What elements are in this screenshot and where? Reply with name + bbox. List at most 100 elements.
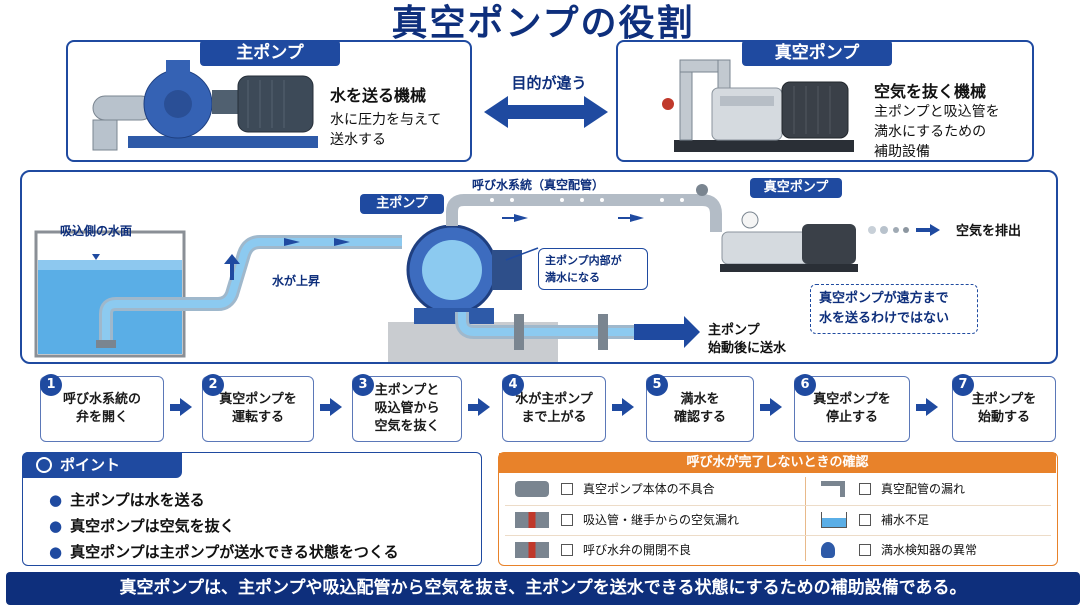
water-rising-label: 水が上昇: [272, 274, 321, 288]
step-arrow-1: [170, 398, 192, 416]
points-tab: ポイント: [22, 452, 182, 478]
step-6: 6 真空ポンプを 停止する: [794, 374, 910, 442]
float-sensor-icon: [821, 542, 835, 558]
check-item-1: 真空ポンプ本体の不具合: [515, 480, 715, 497]
point-item-1-text: 主ポンプは水を送る: [70, 491, 205, 509]
step-4-line1: 水が主ポンプ: [515, 392, 593, 407]
check-item-3: 吸込管・継手からの空気漏れ: [515, 511, 739, 528]
check-item-6: 満水検知器の異常: [821, 541, 977, 558]
check-box-6[interactable]: [859, 544, 871, 556]
step-3-line2: 吸込管から: [374, 401, 440, 416]
main-pump-desc-1: 水に圧力を与えて: [330, 112, 442, 128]
step-2-line2: 運転する: [231, 410, 284, 425]
steps-row: 1 呼び水系統の 弁を開く 2 真空ポンプを 運転する 3 主ポンプと 吸込管か…: [0, 370, 1086, 446]
vacuum-pump-desc-1: 主ポンプと吸込管を: [874, 104, 1000, 120]
step-4: 4 水が主ポンプ まで上がる: [502, 374, 606, 442]
air-exhaust-label: 空気を排出: [956, 224, 1022, 239]
callout-note-line2: 水を送るわけではない: [819, 311, 950, 326]
check-item-5-text: 呼び水弁の開閉不良: [583, 543, 692, 557]
step-5: 5 満水を 確認する: [646, 374, 754, 442]
lightbulb-icon: [36, 457, 52, 473]
diagram-main-pump-tag: 主ポンプ: [360, 194, 444, 214]
check-item-4-text: 補水不足: [881, 513, 930, 527]
after-start-line1: 主ポンプ: [708, 323, 760, 338]
step-7-line2: 始動する: [977, 410, 1030, 425]
step-7-number: 7: [952, 374, 974, 396]
main-pump-desc-2: 送水する: [330, 132, 386, 148]
step-arrow-2: [320, 398, 342, 416]
step-6-line1: 真空ポンプを: [813, 392, 891, 407]
page-title: 真空ポンプの役割: [391, 3, 695, 44]
callout-fill: 主ポンプ内部が 満水になる: [538, 248, 648, 290]
step-2-line1: 真空ポンプを: [219, 392, 297, 407]
checks-divider-v: [805, 477, 806, 561]
step-3: 3 主ポンプと 吸込管から 空気を抜く: [352, 374, 462, 442]
main-pump-tab: 主ポンプ: [200, 40, 340, 66]
step-2: 2 真空ポンプを 運転する: [202, 374, 314, 442]
valve-handle-icon: [515, 542, 549, 558]
step-5-line2: 確認する: [673, 410, 726, 425]
check-item-4: 補水不足: [821, 511, 929, 528]
step-3-box: 主ポンプと 吸込管から 空気を抜く: [352, 376, 462, 442]
vacuum-pump-tab: 真空ポンプ: [742, 40, 892, 66]
check-box-5[interactable]: [561, 544, 573, 556]
diagram-vacuum-pump-tag: 真空ポンプ: [750, 178, 842, 198]
system-diagram-panel: 吸込側の水面 水が上昇 主ポンプ 呼び水系統（真空配管） 真空ポンプ 空気を排出…: [20, 170, 1058, 364]
check-item-2-text: 真空配管の漏れ: [881, 482, 966, 496]
points-tab-label: ポイント: [60, 456, 121, 474]
step-5-line1: 満水を: [680, 392, 720, 407]
step-arrow-4: [612, 398, 634, 416]
step-4-line2: まで上がる: [521, 410, 587, 425]
point-item-2-text: 真空ポンプは空気を抜く: [70, 517, 235, 535]
after-start-line2: 始動後に送水: [708, 341, 787, 356]
callout-note: 真空ポンプが遠方まで 水を送るわけではない: [810, 284, 978, 334]
main-pump-card: 主ポンプ 水を送る機械 水に圧力を与えて 送水する: [66, 40, 472, 162]
step-7: 7 主ポンプを 始動する: [952, 374, 1056, 442]
priming-line-label: 呼び水系統（真空配管）: [472, 178, 605, 192]
check-box-2[interactable]: [859, 483, 871, 495]
purpose-differs-label: 目的が違う: [511, 74, 587, 92]
step-6-number: 6: [794, 374, 816, 396]
step-arrow-5: [760, 398, 782, 416]
step-arrow-6: [916, 398, 938, 416]
step-5-number: 5: [646, 374, 668, 396]
checks-divider-h2: [505, 535, 1051, 536]
callout-fill-line2: 満水になる: [545, 271, 600, 284]
point-item-1: ●主ポンプは水を送る: [49, 491, 205, 509]
vacuum-pump-card: 真空ポンプ 空気を抜く機械 主ポンプと吸込管を 満水にするための 補助設備: [616, 40, 1034, 162]
double-arrow-icon: [484, 96, 608, 128]
checks-box: 呼び水が完了しないときの確認 真空ポンプ本体の不具合 真空配管の漏れ 吸込管・継…: [498, 452, 1058, 566]
callout-note-line1: 真空ポンプが遠方まで: [819, 291, 949, 306]
point-item-3-text: 真空ポンプは主ポンプが送水できる状態をつくる: [70, 543, 399, 561]
footer-summary: 真空ポンプは、主ポンプや吸込配管から空気を抜き、主ポンプを送水できる状態にするた…: [6, 572, 1080, 605]
vacuum-pump-icon: [662, 59, 854, 152]
check-box-3[interactable]: [561, 514, 573, 526]
checks-divider-h1: [505, 505, 1051, 506]
check-item-6-text: 満水検知器の異常: [881, 543, 978, 557]
check-item-5: 呼び水弁の開閉不良: [515, 541, 691, 558]
check-box-1[interactable]: [561, 483, 573, 495]
check-item-1-text: 真空ポンプ本体の不具合: [583, 482, 715, 496]
step-1-line1: 呼び水系統の: [62, 392, 141, 407]
step-3-line3: 空気を抜く: [374, 419, 440, 434]
after-start-label: 主ポンプ 始動後に送水: [708, 322, 786, 358]
step-3-line1: 主ポンプと: [374, 383, 440, 398]
vacuum-pump-desc-3: 補助設備: [874, 144, 930, 160]
vacuum-pump-heading: 空気を抜く機械: [874, 82, 987, 101]
step-6-line2: 停止する: [825, 410, 878, 425]
step-6-box: 真空ポンプを 停止する: [794, 376, 910, 442]
main-pump-icon: [92, 60, 318, 151]
water-tank-icon: [821, 512, 847, 528]
check-item-2: 真空配管の漏れ: [821, 480, 965, 497]
main-pump-heading: 水を送る機械: [330, 86, 427, 105]
check-box-4[interactable]: [859, 514, 871, 526]
step-arrow-3: [468, 398, 490, 416]
points-box: ポイント ●主ポンプは水を送る ●真空ポンプは空気を抜く ●真空ポンプは主ポンプ…: [22, 452, 482, 566]
check-item-3-text: 吸込管・継手からの空気漏れ: [583, 513, 740, 527]
motor-icon: [515, 481, 549, 497]
step-1-line2: 弁を開く: [75, 410, 128, 425]
step-3-number: 3: [352, 374, 374, 396]
step-1: 1 呼び水系統の 弁を開く: [40, 374, 164, 442]
point-item-2: ●真空ポンプは空気を抜く: [49, 517, 235, 535]
step-4-box: 水が主ポンプ まで上がる: [502, 376, 606, 442]
